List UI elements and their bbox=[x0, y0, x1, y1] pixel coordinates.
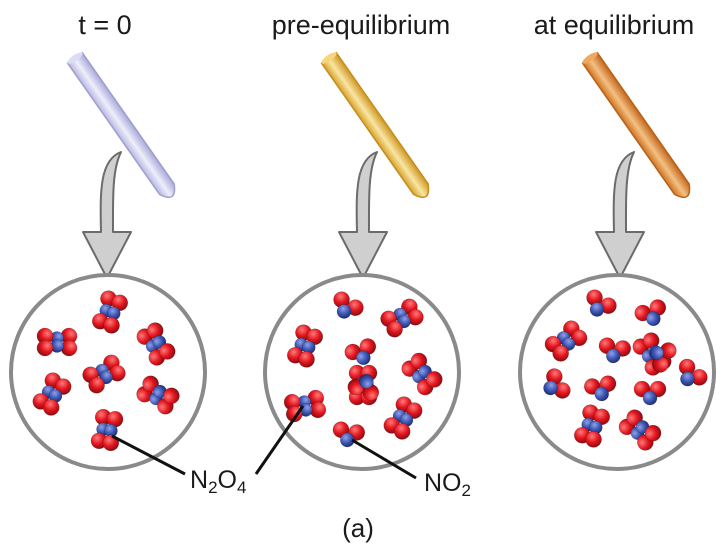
n2o4-molecule bbox=[283, 389, 327, 423]
no2-molecule bbox=[649, 342, 677, 373]
no2-molecule bbox=[634, 299, 667, 327]
no2-molecule bbox=[543, 368, 571, 399]
no2-molecule bbox=[586, 289, 617, 317]
no2-molecule bbox=[332, 421, 366, 448]
n2o4-molecule bbox=[380, 298, 424, 338]
no2-label: NO2 bbox=[424, 469, 471, 500]
n2o4-molecule bbox=[286, 324, 324, 368]
n2o4-molecule bbox=[90, 408, 124, 452]
no2-leader-line bbox=[351, 438, 417, 480]
n2o4-molecule bbox=[618, 409, 662, 451]
n2o4-label: N2O4 bbox=[190, 466, 247, 497]
test-tube-at-equilibrium bbox=[581, 51, 691, 199]
zoom-arrow-t0 bbox=[82, 151, 132, 279]
zoom-arrow-pre-equilibrium bbox=[338, 151, 388, 279]
zoom-arrow-at-equilibrium bbox=[595, 151, 645, 279]
stage-title-at-equilibrium: at equilibrium bbox=[533, 10, 695, 40]
n2o4-molecule bbox=[36, 327, 78, 357]
stage-title-t0: t = 0 bbox=[78, 10, 132, 40]
n2o4-molecule bbox=[91, 290, 129, 334]
no2-molecule bbox=[598, 337, 632, 364]
test-tube-t0 bbox=[66, 51, 176, 199]
no2-molecule bbox=[344, 338, 377, 366]
n2o4-molecule bbox=[383, 396, 423, 440]
n2o4-molecule bbox=[544, 320, 588, 362]
test-tube-pre-equilibrium bbox=[320, 51, 430, 199]
n2o4-molecule bbox=[136, 322, 176, 366]
figure-caption: (a) bbox=[342, 513, 374, 543]
n2o4-molecule bbox=[136, 375, 180, 415]
no2-molecule bbox=[583, 375, 617, 402]
no2-molecule bbox=[347, 373, 380, 401]
no2-molecule bbox=[633, 380, 667, 406]
no2-molecule bbox=[333, 291, 364, 319]
n2o4-molecule bbox=[401, 352, 443, 396]
n2o4-molecule bbox=[32, 372, 72, 416]
no2-molecule bbox=[678, 358, 708, 387]
molecules bbox=[32, 289, 708, 452]
n2o4-leader-line-right bbox=[254, 405, 305, 475]
n2o4-molecule bbox=[82, 354, 126, 394]
n2o4-molecule bbox=[573, 404, 611, 448]
stage-title-pre-equilibrium: pre-equilibrium bbox=[271, 10, 451, 40]
n2o4-leader-line-left bbox=[111, 434, 186, 476]
